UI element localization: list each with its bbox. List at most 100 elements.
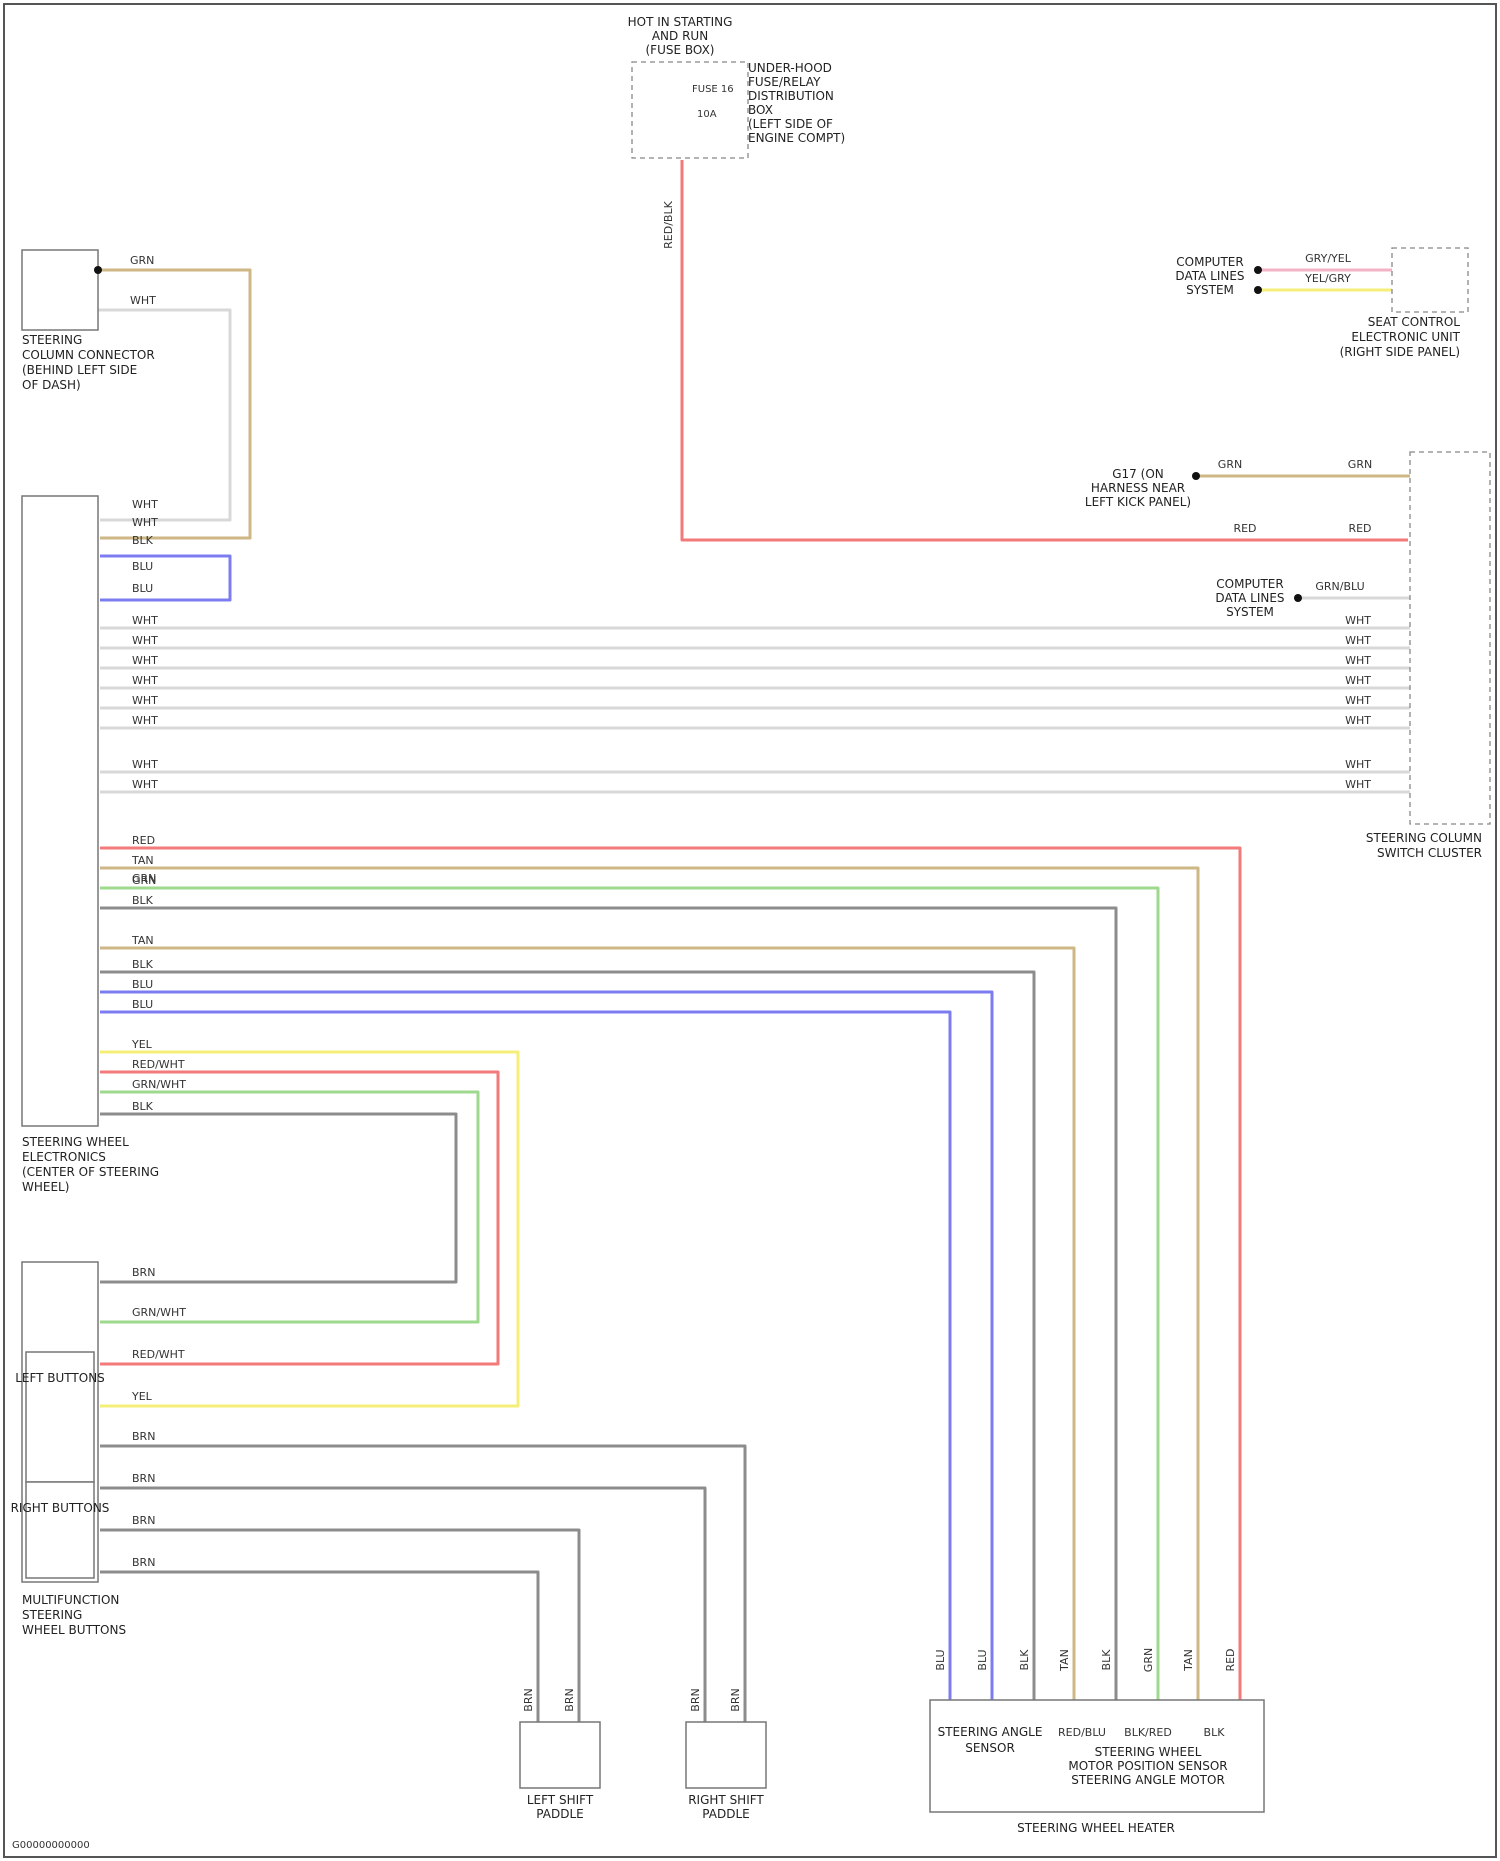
fuse-red-label: RED/BLK <box>662 200 675 248</box>
button-lbl-1: YEL <box>131 1038 153 1051</box>
sensor-lbl-3: BLK <box>132 958 154 971</box>
button-lbl-r-1: YEL <box>131 1390 153 1403</box>
cc-lbl-1r: GRN <box>1348 458 1372 471</box>
top-connector-label-2: (BEHIND LEFT SIDE <box>22 363 137 377</box>
sensor-lbl-1: BLU <box>132 998 153 1011</box>
sensor-lbl-7: TAN <box>131 854 154 867</box>
angle-bot-1: RED/BLU <box>1058 1726 1106 1739</box>
paddle-vlbl-4: BRN <box>522 1688 535 1711</box>
fuse-red-wire <box>682 160 1408 540</box>
angle-sensor-line1: STEERING ANGLE <box>938 1725 1043 1739</box>
buttons-label-2: WHEEL BUTTONS <box>22 1623 126 1637</box>
sensor-wire-6 <box>100 888 1158 1700</box>
sensor-vlbl-3: BLK <box>1018 1649 1031 1671</box>
button-wire-4 <box>100 1114 456 1282</box>
cc-lbl-1: GRN <box>1218 458 1242 471</box>
seat-lbl-2: YEL/GRY <box>1304 272 1351 285</box>
top-connector-label-0: STEERING <box>22 333 82 347</box>
sensor-lbl-5: BLK <box>132 894 154 907</box>
fuse-amp: 10A <box>697 109 717 120</box>
sensor-vlbl-6: GRN <box>1142 1648 1155 1672</box>
button-wire-3 <box>100 1092 478 1322</box>
seat-compinfo-1: DATA LINES <box>1175 269 1244 283</box>
angle-sensor-line2: SENSOR <box>965 1741 1015 1755</box>
seat-dot-2 <box>1254 286 1262 294</box>
right-buttons-box <box>26 1482 94 1578</box>
fuse-note-0: UNDER-HOOD <box>748 61 832 75</box>
angle-bot-3: BLK <box>1204 1726 1226 1739</box>
cc-lbl-2: RED <box>1233 522 1256 535</box>
top-connector-label-1: COLUMN CONNECTOR <box>22 348 155 362</box>
fuse-box <box>632 62 748 158</box>
right-buttons-label-0: RIGHT BUTTONS <box>11 1501 110 1515</box>
white-lbl-4: WHT <box>132 674 158 687</box>
button-lbl-3: GRN/WHT <box>132 1078 186 1091</box>
button-wire-2 <box>100 1072 498 1364</box>
fuse-label: FUSE 16 <box>692 84 734 95</box>
seat-module-label-1: ELECTRONIC UNIT <box>1351 330 1460 344</box>
diagram-frame <box>4 4 1496 1857</box>
angle-sensor-bottom: STEERING WHEEL HEATER <box>1017 1821 1175 1835</box>
paddle-vlbl-2: BRN <box>689 1688 702 1711</box>
paddle-vlbl-3: BRN <box>563 1688 576 1711</box>
angle-sensor-motor-1: MOTOR POSITION SENSOR <box>1068 1759 1227 1773</box>
cc-compinfo-0: COMPUTER <box>1216 577 1283 591</box>
sensor-vlbl-1: BLU <box>934 1649 947 1670</box>
sensor-wire-4 <box>100 948 1074 1700</box>
fuse-title-0: HOT IN STARTING <box>628 15 733 29</box>
left-paddle-label-1: PADDLE <box>536 1807 583 1821</box>
main-lbl-1: WHT <box>132 498 158 511</box>
white-lbl-2: WHT <box>132 634 158 647</box>
left-paddle-label-0: LEFT SHIFT <box>527 1793 594 1807</box>
cc-lbl-2r: RED <box>1348 522 1371 535</box>
paddle-lbl-4: BRN <box>132 1556 155 1569</box>
main-module-label-0: STEERING WHEEL <box>22 1135 129 1149</box>
buttons-label-0: MULTIFUNCTION <box>22 1593 119 1607</box>
seat-module-label-2: (RIGHT SIDE PANEL) <box>1340 345 1460 359</box>
seat-module-label-0: SEAT CONTROL <box>1368 315 1461 329</box>
main-module <box>22 496 98 1126</box>
white-lbl-r-5: WHT <box>1345 694 1371 707</box>
white-lbl-r-1: WHT <box>1345 614 1371 627</box>
angle-sensor-motor-2: STEERING ANGLE MOTOR <box>1071 1773 1225 1787</box>
fuse-title-2: (FUSE BOX) <box>646 43 715 57</box>
cc-ground-label-0: G17 (ON <box>1112 467 1164 481</box>
sensor-vlbl-8: RED <box>1224 1648 1237 1671</box>
components-layer <box>22 62 1490 1812</box>
footer-code: G00000000000 <box>12 1840 90 1851</box>
cc-ground-dot <box>1192 472 1200 480</box>
white-lbl-5: WHT <box>132 694 158 707</box>
sensor-lbl-2: BLU <box>132 978 153 991</box>
angle-bot-2: BLK/RED <box>1124 1726 1172 1739</box>
sensor-vlbl-2: BLU <box>976 1649 989 1670</box>
white-lbl-r-7: WHT <box>1345 758 1371 771</box>
sensor-vlbl-4: TAN <box>1058 1649 1071 1672</box>
main-module-label-1: ELECTRONICS <box>22 1150 106 1164</box>
sensor-lbl-4: TAN <box>131 934 154 947</box>
main-lbl-2: WHT <box>132 516 158 529</box>
white-lbl-6: WHT <box>132 714 158 727</box>
sensor-vlbl-5: BLK <box>1100 1649 1113 1671</box>
white-lbl-1: WHT <box>132 614 158 627</box>
sensor-wire-5 <box>100 908 1116 1700</box>
fuse-note-4: (LEFT SIDE OF <box>748 117 833 131</box>
button-lbl-2: RED/WHT <box>132 1058 185 1071</box>
switch-cluster <box>1410 452 1490 824</box>
cc-compinfo-2: SYSTEM <box>1226 605 1274 619</box>
right-paddle-label-1: PADDLE <box>702 1807 749 1821</box>
seat-compinfo-0: COMPUTER <box>1176 255 1243 269</box>
button-lbl-r-4: BRN <box>132 1266 155 1279</box>
top-connector <box>22 250 98 330</box>
fuse-note-2: DISTRIBUTION <box>748 89 834 103</box>
seat-lbl-1: GRY/YEL <box>1305 252 1352 265</box>
paddle-wire-2 <box>100 1488 705 1730</box>
sensor-lbl-8: RED <box>132 834 155 847</box>
main-lbl-3: BLK <box>132 534 154 547</box>
buttons-label-1: STEERING <box>22 1608 82 1622</box>
sensor-vlbl-7: TAN <box>1182 1649 1195 1672</box>
sensor-wire-2 <box>100 992 992 1700</box>
top-conn-wire-2 <box>98 310 230 520</box>
seat-dot-1 <box>1254 266 1262 274</box>
main-lbl-15: GRN <box>132 872 156 885</box>
